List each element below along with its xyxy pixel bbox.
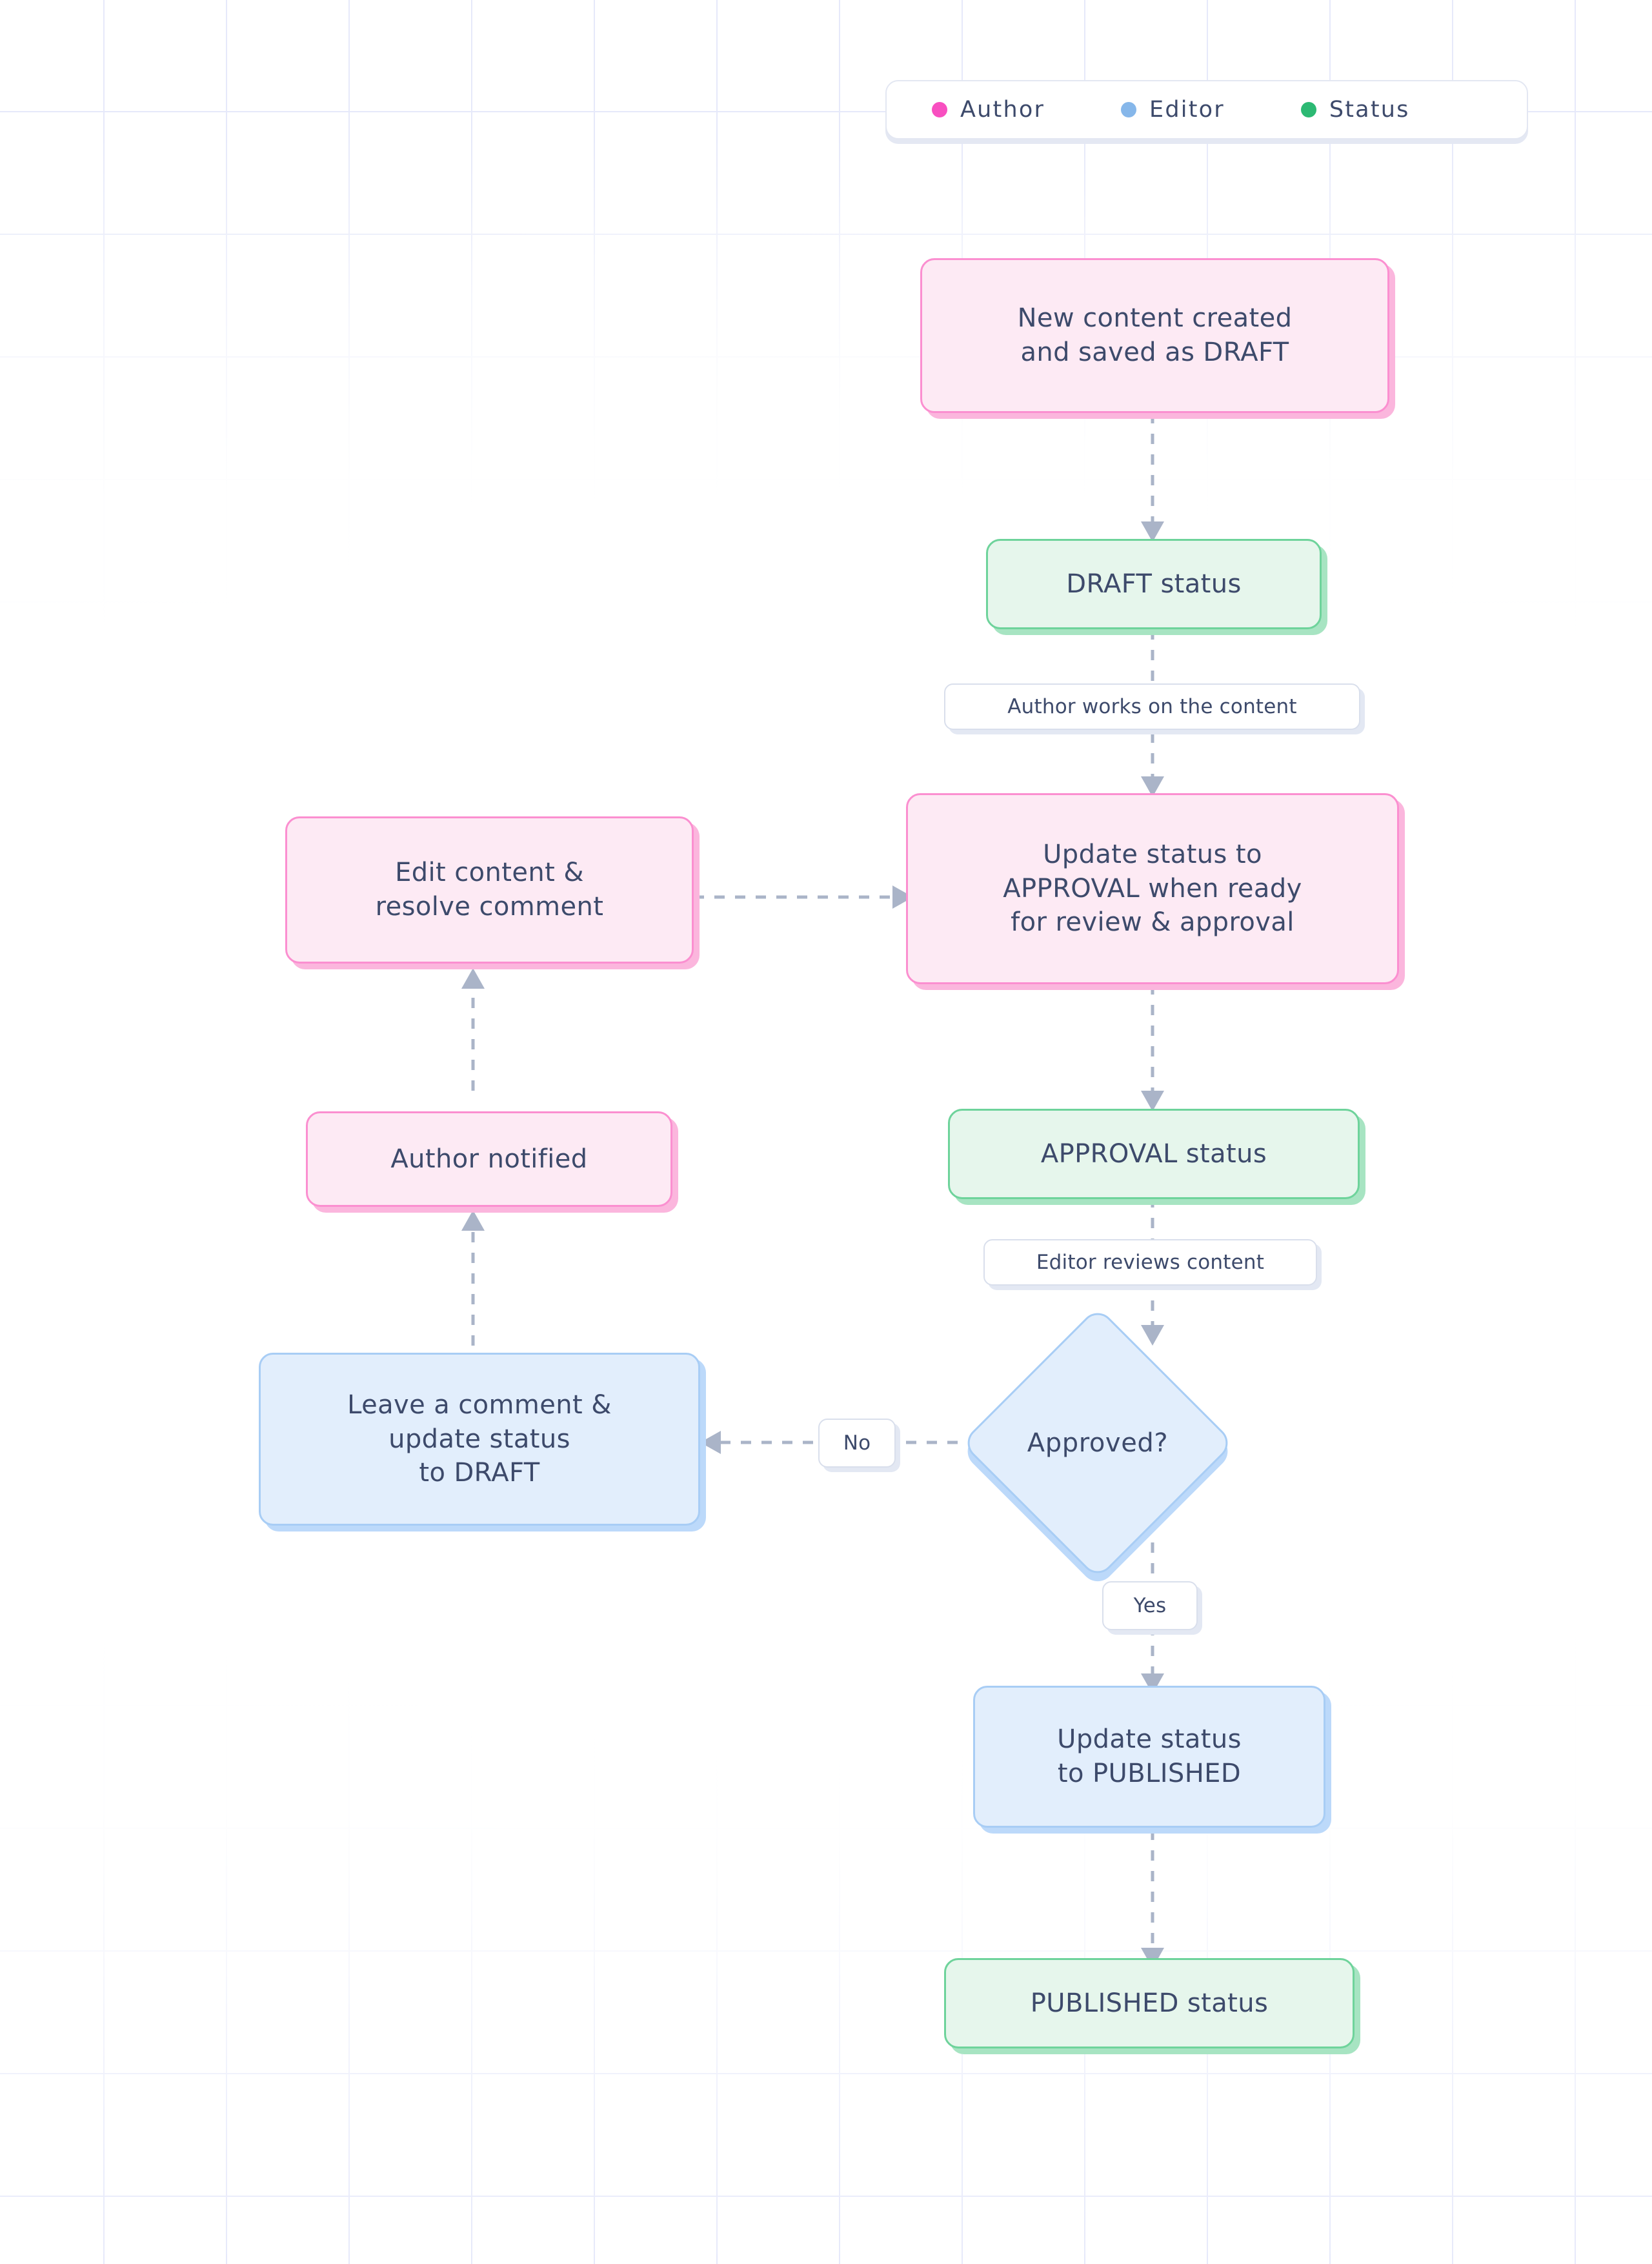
edge-label-author-works: Author works on the content	[944, 683, 1360, 730]
legend-label-editor: Editor	[1149, 97, 1225, 123]
editor-dot-icon	[1121, 102, 1137, 117]
status-dot-icon	[1300, 102, 1316, 117]
legend-item-editor: Editor	[1121, 97, 1225, 123]
node-update-status-approval[interactable]: Update status to APPROVAL when ready for…	[906, 793, 1399, 984]
node-published-status[interactable]: PUBLISHED status	[944, 1958, 1355, 2048]
edge-label-no: No	[818, 1419, 896, 1468]
node-new-content-created[interactable]: New content created and saved as DRAFT	[920, 258, 1389, 413]
arrow-head-author-notified	[461, 1210, 485, 1231]
node-leave-comment-update-draft[interactable]: Leave a comment & update status to DRAFT	[259, 1353, 700, 1526]
node-draft-status[interactable]: DRAFT status	[986, 539, 1322, 629]
node-author-notified[interactable]: Author notified	[306, 1111, 672, 1207]
legend-item-author: Author	[932, 97, 1045, 123]
legend: Author Editor Status	[885, 80, 1528, 139]
node-update-status-published[interactable]: Update status to PUBLISHED	[973, 1686, 1325, 1828]
arrow-head-decision	[1141, 1325, 1164, 1346]
node-approved-decision[interactable]	[960, 1306, 1235, 1581]
node-edit-content-resolve-comment[interactable]: Edit content & resolve comment	[285, 816, 694, 964]
legend-label-status: Status	[1329, 97, 1410, 123]
arrow-head-leave-comment	[700, 1431, 721, 1454]
node-approval-status[interactable]: APPROVAL status	[948, 1109, 1360, 1199]
edge-label-yes: Yes	[1102, 1581, 1198, 1630]
edge-label-editor-reviews: Editor reviews content	[983, 1239, 1317, 1286]
author-dot-icon	[932, 102, 947, 117]
legend-item-status: Status	[1300, 97, 1410, 123]
arrow-head-edit-content	[461, 968, 485, 989]
legend-label-author: Author	[960, 97, 1045, 123]
